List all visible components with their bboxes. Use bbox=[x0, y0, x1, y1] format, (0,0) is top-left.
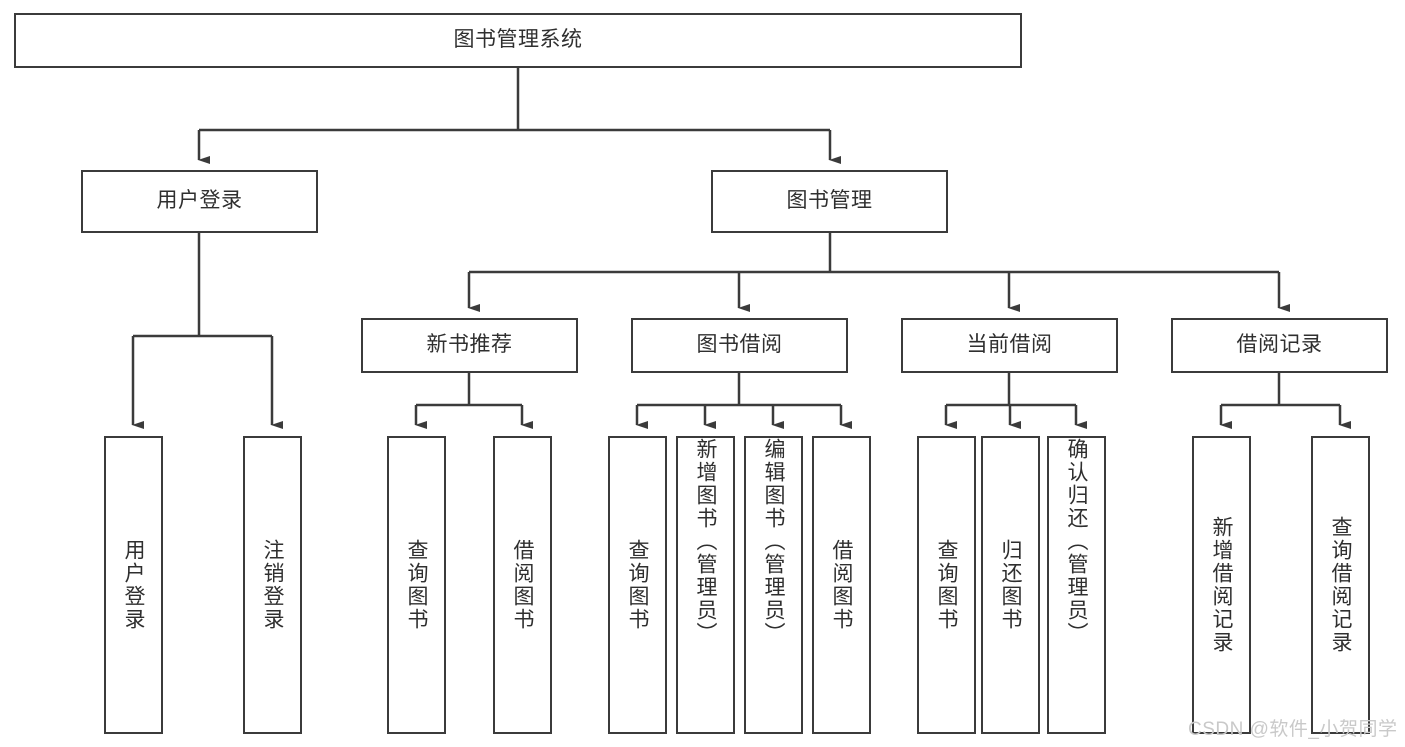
node-current-borrow-label: 当前借阅 bbox=[966, 333, 1053, 357]
node-new-book-recommend-label: 新书推荐 bbox=[426, 333, 513, 357]
node-leaf-user-login[interactable]: 用户登录 bbox=[104, 436, 163, 734]
node-leaf-confirm-return-admin[interactable]: 确认归还（管理员） bbox=[1047, 436, 1106, 734]
node-leaf-borrow-book-1[interactable]: 借阅图书 bbox=[493, 436, 552, 734]
node-leaf-return-book-label: 归还图书 bbox=[999, 539, 1022, 631]
node-leaf-query-borrow-record[interactable]: 查询借阅记录 bbox=[1311, 436, 1370, 734]
node-leaf-edit-book-admin[interactable]: 编辑图书（管理员） bbox=[744, 436, 803, 734]
node-current-borrow[interactable]: 当前借阅 bbox=[901, 318, 1118, 373]
node-leaf-query-book-2-label: 查询图书 bbox=[626, 539, 649, 631]
node-new-book-recommend[interactable]: 新书推荐 bbox=[361, 318, 578, 373]
node-leaf-query-book-3[interactable]: 查询图书 bbox=[917, 436, 976, 734]
node-leaf-query-book-1[interactable]: 查询图书 bbox=[387, 436, 446, 734]
node-leaf-query-book-1-label: 查询图书 bbox=[405, 539, 428, 631]
node-leaf-query-borrow-record-label: 查询借阅记录 bbox=[1329, 516, 1352, 654]
node-book-borrow[interactable]: 图书借阅 bbox=[631, 318, 848, 373]
node-leaf-borrow-book-2[interactable]: 借阅图书 bbox=[812, 436, 871, 734]
node-leaf-add-borrow-record-label: 新增借阅记录 bbox=[1210, 516, 1233, 654]
node-leaf-edit-book-admin-label: 编辑图书（管理员） bbox=[762, 438, 785, 645]
node-borrow-records[interactable]: 借阅记录 bbox=[1171, 318, 1388, 373]
node-root-label: 图书管理系统 bbox=[453, 28, 583, 52]
node-book-management[interactable]: 图书管理 bbox=[711, 170, 948, 233]
node-leaf-confirm-return-admin-label: 确认归还（管理员） bbox=[1065, 438, 1088, 645]
node-leaf-query-book-2[interactable]: 查询图书 bbox=[608, 436, 667, 734]
node-leaf-borrow-book-1-label: 借阅图书 bbox=[511, 539, 534, 631]
node-user-login-label: 用户登录 bbox=[156, 189, 243, 213]
node-user-login[interactable]: 用户登录 bbox=[81, 170, 318, 233]
node-leaf-add-book-admin[interactable]: 新增图书（管理员） bbox=[676, 436, 735, 734]
node-leaf-borrow-book-2-label: 借阅图书 bbox=[830, 539, 853, 631]
node-book-borrow-label: 图书借阅 bbox=[696, 333, 783, 357]
node-leaf-return-book[interactable]: 归还图书 bbox=[981, 436, 1040, 734]
node-book-management-label: 图书管理 bbox=[786, 189, 873, 213]
node-leaf-add-borrow-record[interactable]: 新增借阅记录 bbox=[1192, 436, 1251, 734]
node-leaf-logout-label: 注销登录 bbox=[261, 539, 284, 631]
node-borrow-records-label: 借阅记录 bbox=[1236, 333, 1323, 357]
node-leaf-user-login-label: 用户登录 bbox=[122, 539, 145, 631]
watermark: CSDN @软件_小贺同学 bbox=[1188, 719, 1398, 740]
node-leaf-logout[interactable]: 注销登录 bbox=[243, 436, 302, 734]
node-root[interactable]: 图书管理系统 bbox=[14, 13, 1022, 68]
node-leaf-query-book-3-label: 查询图书 bbox=[935, 539, 958, 631]
node-leaf-add-book-admin-label: 新增图书（管理员） bbox=[694, 438, 717, 645]
